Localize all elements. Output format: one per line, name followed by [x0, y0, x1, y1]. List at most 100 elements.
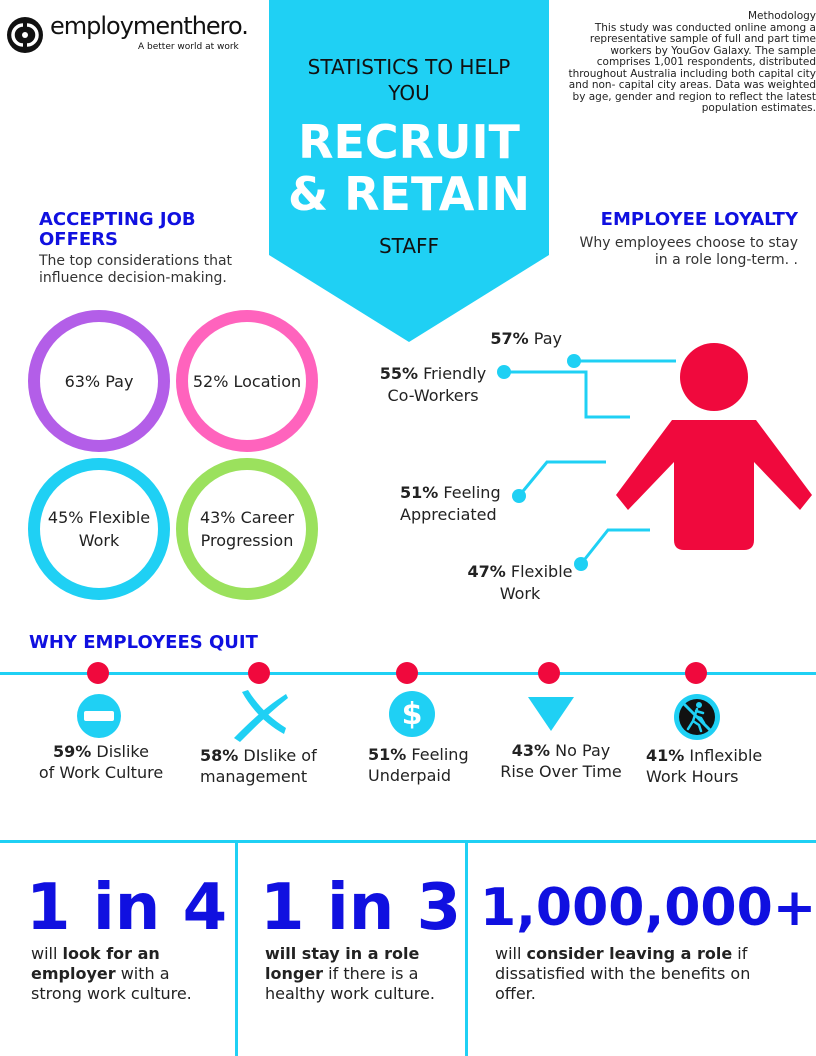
circle-career-label-1: 43% Career — [199, 508, 295, 527]
quit-item-inflexible-hours: 41% Inflexible Work Hours — [640, 745, 790, 787]
loyalty-appreciated-pct: 51% — [400, 483, 439, 502]
bottom-column-divider-1 — [235, 840, 238, 1056]
quit-dot-3 — [396, 662, 418, 684]
accepting-subtitle-line-2: influence decision-making. — [39, 270, 227, 286]
methodology-body: This study was conducted online among a … — [568, 21, 816, 114]
quit-inflexible-pct: 41% — [646, 746, 685, 765]
stat-3-text-3: dissatisfied with the benefits on — [495, 964, 751, 983]
quit-management-pct: 58% — [200, 746, 239, 765]
loyalty-subtitle: Why employees choose to stay in a role l… — [560, 235, 798, 269]
loyalty-pay-pct: 57% — [490, 329, 529, 348]
accepting-subtitle: The top considerations that influence de… — [39, 253, 232, 287]
bottom-divider — [0, 840, 816, 843]
stat-1-in-3-description: will stay in a role longer if there is a… — [265, 944, 465, 1004]
banner-shape — [269, 0, 549, 342]
circle-flexible-work: 45% Flexible Work — [28, 458, 170, 600]
banner-recruit: RECRUIT — [298, 115, 520, 169]
stat-1-bold-1: look for an — [62, 944, 160, 963]
stat-3-text-4: offer. — [495, 984, 536, 1003]
quit-dot-2 — [248, 662, 270, 684]
quit-underpaid-pct: 51% — [368, 745, 407, 764]
quit-item-no-pay-rise: 43% No Pay Rise Over Time — [492, 740, 630, 782]
stat-3-text-2: if — [732, 944, 748, 963]
quit-no-pay-rise-label-2: Rise Over Time — [500, 762, 622, 781]
banner-line-2: YOU — [388, 81, 430, 105]
loyalty-item-flexible: 47% Flexible Work — [455, 561, 585, 605]
methodology-title: Methodology — [747, 10, 816, 22]
stat-3-bold-1: consider leaving a role — [526, 944, 733, 963]
logo-wordmark: employmenthero. — [50, 12, 249, 40]
no-entry-icon — [77, 694, 121, 738]
stat-2-text-3: healthy work culture. — [265, 984, 435, 1003]
loyalty-pay-label: Pay — [533, 329, 562, 348]
connector-dot-flexible — [574, 557, 588, 571]
stat-1-in-3: 1 in 3 — [260, 871, 462, 945]
loyalty-item-pay: 57% Pay — [470, 328, 562, 350]
loyalty-appreciated-label-1: Feeling — [443, 483, 501, 502]
circle-flexible-work-label-2: Work — [78, 531, 120, 550]
connector-dot-appreciated — [512, 489, 526, 503]
circle-career-progression: 43% Career Progression — [176, 458, 318, 600]
loyalty-coworkers-pct: 55% — [379, 364, 419, 383]
stat-1-in-4-description: will look for an employer with a strong … — [31, 944, 231, 1004]
title-banner: STATISTICS TO HELP YOU RECRUIT & RETAIN … — [269, 0, 549, 342]
cross-swoosh-icon — [234, 690, 288, 742]
logo-mark-icon — [7, 17, 43, 53]
banner-retain: & RETAIN — [288, 167, 530, 221]
stat-2-text-2: if there is a — [323, 964, 419, 983]
quit-item-underpaid: 51% Feeling Underpaid — [360, 744, 490, 786]
stat-1-in-4: 1 in 4 — [26, 871, 228, 945]
banner-line-3: STAFF — [378, 234, 440, 258]
down-arrow-icon — [528, 697, 574, 731]
accepting-heading-line-2: OFFERS — [39, 229, 119, 250]
accepting-heading: ACCEPTING JOB OFFERS — [39, 210, 196, 250]
quit-work-culture-label-2: of Work Culture — [38, 763, 164, 782]
quit-inflexible-label-1: Inflexible — [689, 746, 763, 765]
circle-pay-label: 63% Pay — [64, 371, 134, 391]
accepting-heading-line-1: ACCEPTING JOB — [39, 209, 196, 230]
quit-work-culture-label-1: Dislike — [96, 742, 149, 761]
loyalty-coworkers-label-2: Co-Workers — [387, 386, 479, 405]
loyalty-flexible-label-1: Flexible — [510, 562, 573, 581]
stat-one-million: 1,000,000+ — [480, 878, 816, 938]
banner-line-1: STATISTICS TO HELP — [307, 55, 511, 79]
connector-dot-pay — [567, 354, 581, 368]
quit-management-label-1: DIslike of — [243, 746, 317, 765]
loyalty-subtitle-line-2: in a role long-term. . — [654, 252, 798, 268]
stat-2-bold-2: longer — [265, 964, 324, 983]
quit-item-work-culture: 59% Dislike of Work Culture — [20, 741, 182, 783]
circle-location-label: 52% Location — [192, 371, 302, 391]
quit-item-management: 58% DIslike of management — [186, 745, 332, 787]
no-walking-icon — [674, 694, 720, 740]
accepting-subtitle-line-1: The top considerations that — [39, 253, 233, 269]
loyalty-subtitle-line-1: Why employees choose to stay — [579, 235, 798, 251]
loyalty-flexible-pct: 47% — [467, 562, 506, 581]
quit-no-pay-rise-pct: 43% — [511, 741, 551, 760]
stat-1-bold-2: employer — [31, 964, 116, 983]
svg-text:$: $ — [402, 697, 423, 732]
quit-dot-1 — [87, 662, 109, 684]
logo: employmenthero. A better world at work — [6, 12, 256, 58]
loyalty-flexible-label-2: Work — [499, 584, 541, 603]
stat-3-text-1: will — [495, 944, 527, 963]
logo-tagline: A better world at work — [138, 42, 239, 52]
stat-1-text-1: will — [31, 944, 63, 963]
quit-inflexible-label-2: Work Hours — [646, 767, 739, 786]
connector-dot-coworkers — [497, 365, 511, 379]
methodology: Methodology This study was conducted onl… — [560, 10, 816, 115]
person-figure-icon — [616, 343, 812, 550]
quit-underpaid-label-1: Feeling — [411, 745, 469, 764]
stat-1-text-3: strong work culture. — [31, 984, 192, 1003]
dollar-icon: $ — [389, 691, 435, 737]
circle-flexible-work-label-1: 45% Flexible — [47, 508, 151, 527]
quit-dot-5 — [685, 662, 707, 684]
loyalty-heading: EMPLOYEE LOYALTY — [600, 209, 798, 230]
loyalty-item-coworkers: 55% Friendly Co-Workers — [368, 363, 498, 407]
quit-heading: WHY EMPLOYEES QUIT — [29, 632, 258, 653]
quit-underpaid-label-2: Underpaid — [368, 766, 451, 785]
quit-management-label-2: management — [200, 767, 308, 786]
loyalty-connectors — [497, 354, 676, 571]
loyalty-coworkers-label-1: Friendly — [423, 364, 487, 383]
circle-location: 52% Location — [176, 310, 318, 452]
bottom-column-divider-2 — [465, 840, 468, 1056]
